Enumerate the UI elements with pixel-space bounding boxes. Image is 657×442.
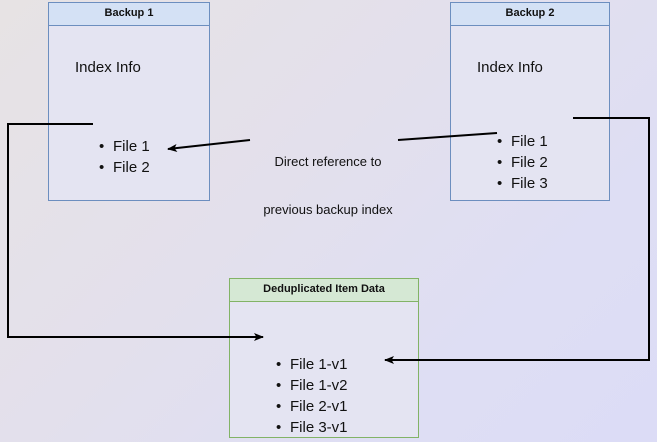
dedup-title: Deduplicated Item Data xyxy=(230,279,418,302)
backup1-file-list: File 1 File 2 xyxy=(99,136,150,178)
edge-label-direct-reference: Direct reference to previous backup inde… xyxy=(246,122,410,250)
backup2-title: Backup 2 xyxy=(451,3,609,26)
list-item: File 3 xyxy=(497,173,548,194)
list-item: File 1-v2 xyxy=(276,375,348,396)
backup2-body: Index Info File 1 File 2 File 3 xyxy=(451,26,609,200)
list-item: File 1 xyxy=(99,136,150,157)
backup1-body: Index Info File 1 File 2 xyxy=(49,26,209,200)
dedup-body: File 1-v1 File 1-v2 File 2-v1 File 3-v1 xyxy=(230,302,418,438)
backup1-box[interactable]: Backup 1 Index Info File 1 File 2 xyxy=(48,2,210,201)
list-item: File 2 xyxy=(497,152,548,173)
list-item: File 1-v1 xyxy=(276,354,348,375)
list-item: File 1 xyxy=(497,131,548,152)
backup2-index-info-label: Index Info xyxy=(477,59,543,76)
dedup-file-list: File 1-v1 File 1-v2 File 2-v1 File 3-v1 xyxy=(276,354,348,438)
dedup-box[interactable]: Deduplicated Item Data File 1-v1 File 1-… xyxy=(229,278,419,438)
backup2-box[interactable]: Backup 2 Index Info File 1 File 2 File 3 xyxy=(450,2,610,201)
backup2-file-list: File 1 File 2 File 3 xyxy=(497,131,548,194)
list-item: File 2 xyxy=(99,157,150,178)
edge-label-line1: Direct reference to xyxy=(274,154,382,169)
backup1-title: Backup 1 xyxy=(49,3,209,26)
edge-label-line2: previous backup index xyxy=(263,202,393,217)
list-item: File 2-v1 xyxy=(276,396,348,417)
list-item: File 3-v1 xyxy=(276,417,348,438)
backup1-index-info-label: Index Info xyxy=(75,59,141,76)
